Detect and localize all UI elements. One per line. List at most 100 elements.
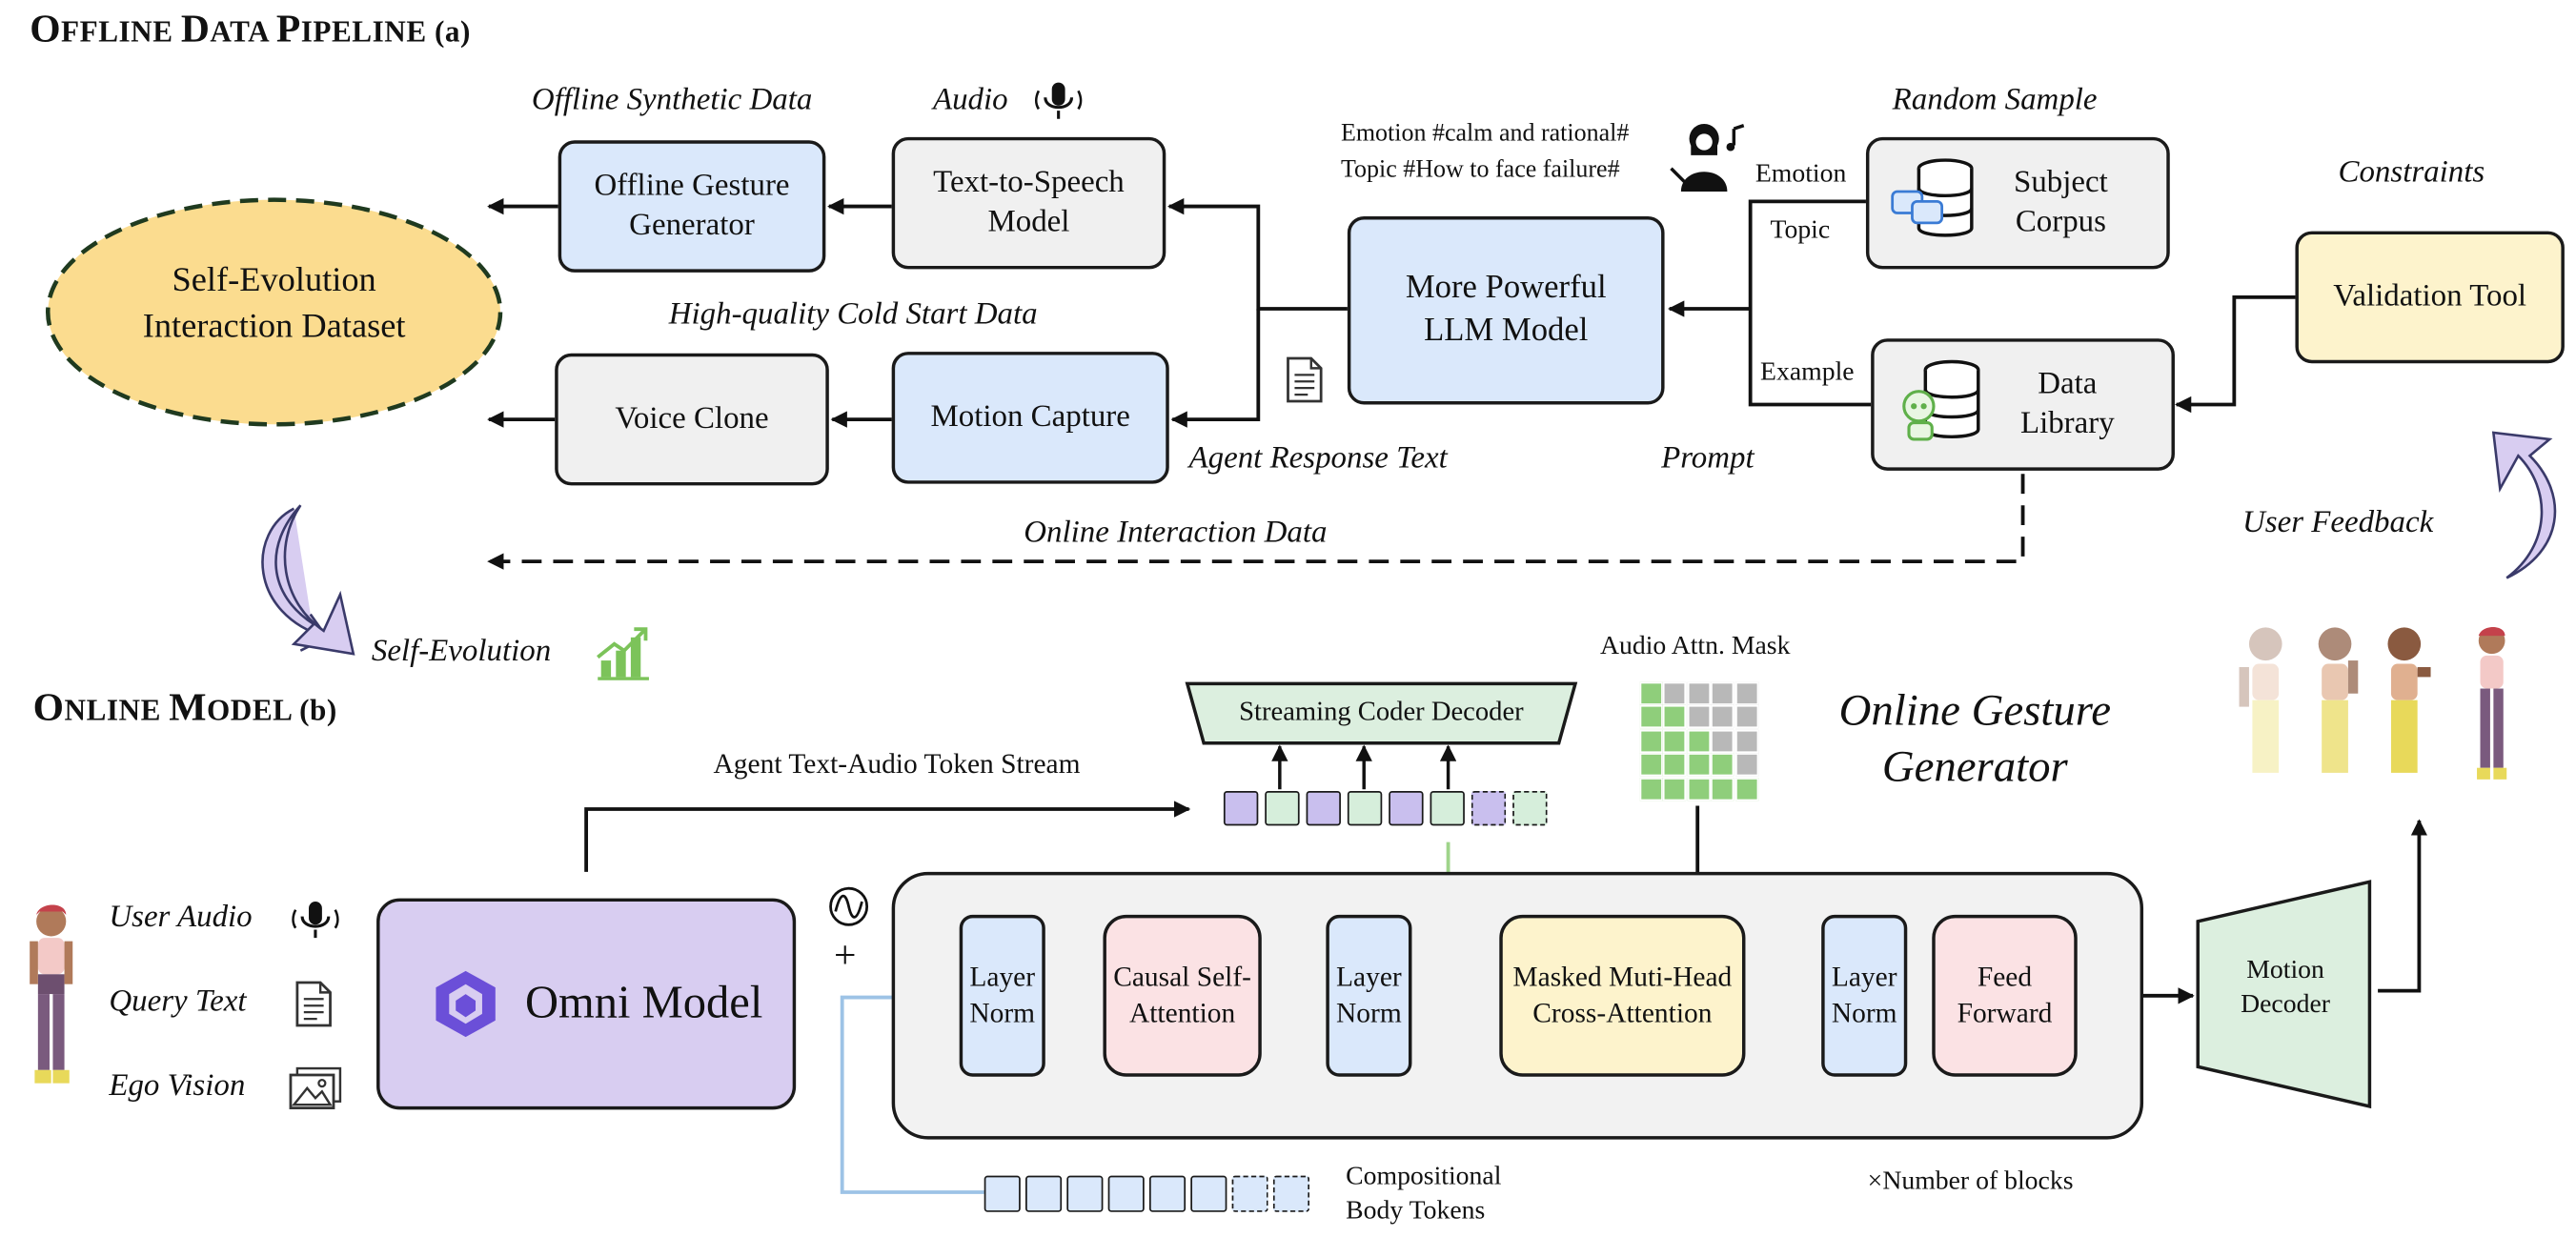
user-avatar-figure xyxy=(30,904,73,1084)
mask-cell xyxy=(1663,729,1687,753)
body-token xyxy=(1190,1175,1227,1212)
ego-vision-label: Ego Vision xyxy=(109,1068,246,1104)
mask-cell xyxy=(1711,777,1734,801)
voice-clone-box: Voice Clone xyxy=(555,353,829,486)
motion-decoder-label: Motion Decoder xyxy=(2241,956,2331,1019)
cross-attention-box: Masked Muti-Head Cross-Attention xyxy=(1499,914,1746,1077)
validation-tool-box: Validation Tool xyxy=(2295,231,2565,364)
mask-cell xyxy=(1734,777,1758,801)
dataset-ellipse xyxy=(45,197,503,427)
emotion-hashtag-line: Emotion #calm and rational# xyxy=(1340,120,1630,148)
streaming-decoder-shape xyxy=(1185,681,1578,745)
motion-decoder-shape xyxy=(2196,880,2372,1109)
mask-cell xyxy=(1734,729,1758,753)
stream-token xyxy=(1389,790,1424,826)
audio-mask-label: Audio Attn. Mask xyxy=(1599,632,1791,661)
mask-cell xyxy=(1687,729,1711,753)
stream-token xyxy=(1347,790,1383,826)
topic-tag: Topic xyxy=(1770,215,1831,245)
mask-cell xyxy=(1711,753,1734,777)
subject-corpus-label: Subject Corpus xyxy=(2014,164,2108,240)
positional-encoding-icon xyxy=(829,886,869,926)
document-icon xyxy=(1287,356,1323,403)
gesture-avatars-output xyxy=(2239,626,2507,780)
section-title-offline: OFFLINE DATA PIPELINE (a) xyxy=(30,8,471,51)
topic-hashtag-line: Topic #How to face failure# xyxy=(1340,156,1620,184)
arrow-llm-to-tts xyxy=(1167,197,1348,311)
audio-label: Audio xyxy=(932,82,1008,118)
stream-token xyxy=(1265,790,1300,826)
arrow-omni-to-token-stream xyxy=(584,801,1191,872)
body-token xyxy=(984,1175,1021,1212)
microphone-icon xyxy=(1034,82,1083,119)
mask-cell xyxy=(1663,753,1687,777)
mask-cell xyxy=(1687,753,1711,777)
omni-logo-icon xyxy=(436,970,496,1038)
omni-model-label: Omni Model xyxy=(524,977,763,1029)
image-icon xyxy=(289,1066,342,1110)
dataset-label: Self-Evolution Interaction Dataset xyxy=(142,259,406,346)
mask-cell xyxy=(1711,705,1734,729)
streaming-decoder-label: Streaming Coder Decoder xyxy=(1239,695,1524,727)
growth-chart-icon xyxy=(597,627,649,680)
online-gesture-generator-label: Online Gesture Generator xyxy=(1838,685,2112,791)
emotion-tag: Emotion xyxy=(1755,160,1847,189)
mask-cell xyxy=(1639,777,1663,801)
stream-token xyxy=(1306,790,1341,826)
mask-cell xyxy=(1687,681,1711,705)
database-chat-icon xyxy=(1891,158,1974,237)
mask-cell xyxy=(1663,681,1687,705)
arrow-validation-to-library xyxy=(2174,294,2296,414)
document-icon xyxy=(295,981,332,1027)
section-title-online: ONLINE MODEL (b) xyxy=(32,686,337,730)
stream-token xyxy=(1430,790,1465,826)
data-library-label: Data Library xyxy=(2019,366,2115,441)
mask-cell xyxy=(1639,729,1663,753)
arrow-online-interaction-data xyxy=(487,474,2025,570)
mask-cell xyxy=(1734,705,1758,729)
agent-response-text-label: Agent Response Text xyxy=(1188,440,1448,477)
plus-sign: + xyxy=(834,934,857,978)
arrow-llm-to-mocap xyxy=(1170,309,1261,428)
body-token xyxy=(1066,1175,1104,1212)
example-tag: Example xyxy=(1760,357,1855,387)
body-token-future xyxy=(1231,1175,1268,1212)
speaker-person-icon xyxy=(1670,123,1745,192)
mask-cell xyxy=(1687,705,1711,729)
cold-start-label: High-quality Cold Start Data xyxy=(668,296,1038,333)
motion-capture-box: Motion Capture xyxy=(891,352,1169,484)
mask-cell xyxy=(1663,777,1687,801)
stream-token-future xyxy=(1471,790,1507,826)
constraints-label: Constraints xyxy=(2338,154,2485,191)
microphone-icon xyxy=(292,902,339,939)
feed-forward-box: Feed Forward xyxy=(1932,914,2078,1077)
layer-norm-box-2: Layer Norm xyxy=(1326,914,1412,1077)
mask-cell xyxy=(1639,753,1663,777)
body-tokens-label: Compositional Body Tokens xyxy=(1346,1162,1502,1226)
mask-cell xyxy=(1663,705,1687,729)
mask-cell xyxy=(1711,729,1734,753)
layer-norm-box-3: Layer Norm xyxy=(1821,914,1908,1077)
bracket-prompt-inputs xyxy=(1748,199,1872,407)
self-evolution-curve-arrow-body xyxy=(274,504,355,656)
body-token xyxy=(1148,1175,1187,1212)
random-sample-label: Random Sample xyxy=(1892,82,2098,118)
database-robot-icon xyxy=(1902,359,1980,441)
offline-gesture-generator-box: Offline Gesture Generator xyxy=(558,140,826,273)
num-blocks-label: ×Number of blocks xyxy=(1867,1167,2074,1196)
audio-attention-mask-grid xyxy=(1639,681,1759,801)
query-text-label: Query Text xyxy=(109,984,247,1020)
stream-token xyxy=(1223,790,1259,826)
user-feedback-label: User Feedback xyxy=(2242,505,2434,540)
user-audio-label: User Audio xyxy=(109,900,253,935)
tts-model-box: Text-to-Speech Model xyxy=(891,136,1166,270)
prompt-label: Prompt xyxy=(1661,440,1755,477)
body-token-future xyxy=(1272,1175,1310,1212)
offline-synthetic-label: Offline Synthetic Data xyxy=(531,82,813,118)
body-token xyxy=(1107,1175,1145,1212)
mask-cell xyxy=(1734,753,1758,777)
body-token xyxy=(1025,1175,1063,1212)
layer-norm-box-1: Layer Norm xyxy=(959,914,1045,1077)
mask-cell xyxy=(1639,705,1663,729)
